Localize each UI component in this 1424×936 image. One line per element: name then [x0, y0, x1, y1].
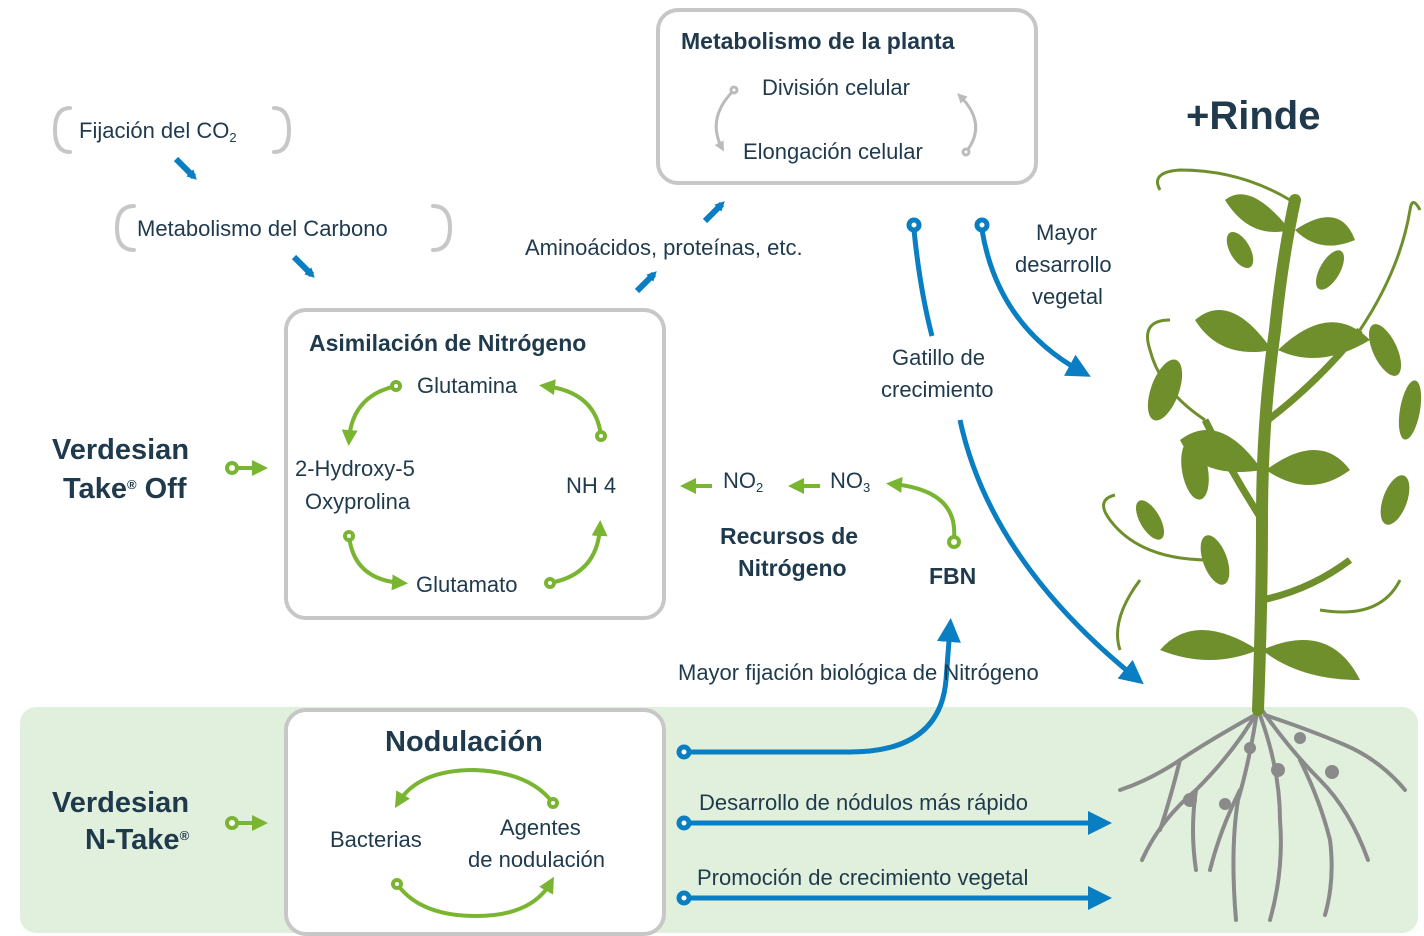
co2-fixation-label: Fijación del CO2 — [79, 118, 237, 145]
takeoff-brand: Take — [63, 473, 127, 505]
no3-label: NO3 — [830, 468, 870, 495]
cell-cycle-arrows — [714, 85, 978, 157]
nodulation-agents-line2: de nodulación — [468, 847, 606, 872]
fbn-label: FBN — [929, 563, 977, 589]
co2-subscript: 2 — [229, 130, 237, 145]
plant-metabolism-box — [656, 8, 1038, 185]
aminoacids-label: Aminoácidos, proteínas, etc. — [525, 235, 803, 260]
glutamine-label: Glutamina — [417, 373, 518, 398]
carbon-metabolism-label: Metabolismo del Carbono — [137, 216, 388, 241]
nodulation-agents-line1: Agentes — [500, 815, 581, 840]
carbon-to-assimilation-arrow — [291, 254, 315, 278]
growth-promotion-arrow — [676, 886, 1112, 910]
nh4-label: NH 4 — [566, 473, 617, 498]
ntake-brand: N-Take — [85, 824, 180, 856]
takeoff-registered: ® — [126, 477, 137, 492]
growth-promotion-label: Promoción de crecimiento vegetal — [697, 865, 1029, 890]
fbn-fixation-arrow — [676, 618, 961, 760]
ntake-registered: ® — [179, 828, 190, 843]
nodulation-title: Nodulación — [385, 726, 543, 758]
no2-subscript: 2 — [756, 480, 764, 495]
takeoff-arrow — [225, 460, 268, 476]
pea-plant-illustration — [1102, 168, 1422, 922]
nitrogen-assimilation-title: Asimilación de Nitrógeno — [309, 330, 587, 356]
vegetal-development-line3: vegetal — [1032, 284, 1103, 309]
co2-to-carbon-arrow — [173, 156, 197, 180]
cell-elongation-label: Elongación celular — [743, 139, 923, 164]
nitrogen-resources-line1: Recursos de — [720, 523, 859, 549]
nodule-development-arrow — [676, 811, 1112, 835]
ntake-arrow — [225, 815, 268, 831]
takeoff-label-line2: Take® Off — [63, 473, 186, 506]
no3-subscript: 3 — [863, 480, 871, 495]
ntake-label-line2: N-Take® — [85, 824, 189, 857]
vegetal-development-arrow — [974, 217, 1091, 377]
no3-text: NO — [830, 468, 863, 493]
carbono-pill — [114, 204, 453, 252]
no2-text: NO — [723, 468, 756, 493]
takeoff-off: Off — [136, 473, 187, 505]
no2-label: NO2 — [723, 468, 763, 495]
bacteria-label: Bacterias — [330, 827, 422, 852]
growth-trigger-line2: crecimiento — [881, 377, 994, 402]
assimilation-cycle-arrows — [341, 379, 608, 591]
fbn-to-no3-arrow — [886, 476, 961, 549]
hydroxy-label-line2: Oxyprolina — [305, 489, 411, 514]
nitrogen-resources-line2: Nitrógeno — [738, 555, 847, 581]
growth-trigger-arrow — [906, 217, 1144, 685]
glutamate-label: Glutamato — [416, 572, 518, 597]
nitrogen-assimilation-box — [284, 308, 666, 620]
co2-fixation-text: Fijación del CO — [79, 118, 230, 143]
rinde-title: +Rinde — [1186, 94, 1321, 138]
takeoff-label-line1: Verdesian — [52, 434, 190, 466]
hydroxy-label-line1: 2-Hydroxy-5 — [295, 456, 415, 481]
plant-metabolism-title: Metabolismo de la planta — [681, 28, 955, 54]
fijacion-pill — [52, 106, 292, 154]
cell-division-label: División celular — [762, 75, 910, 100]
ntake-label-line1: Verdesian — [52, 787, 190, 819]
nodulation-cycle-arrows — [391, 767, 559, 919]
growth-trigger-line1: Gatillo de — [892, 345, 985, 370]
biological-fixation-label: Mayor fijación biológica de Nitrógeno — [678, 660, 1039, 685]
vegetal-development-line1: Mayor — [1036, 220, 1098, 245]
vegetal-development-line2: desarrollo — [1015, 252, 1112, 277]
assimilation-to-aminoacids-arrow — [634, 271, 657, 294]
aminoacids-to-metabolism-arrow — [702, 201, 725, 224]
nodulation-box — [284, 708, 666, 936]
nodule-development-label: Desarrollo de nódulos más rápido — [699, 790, 1028, 815]
